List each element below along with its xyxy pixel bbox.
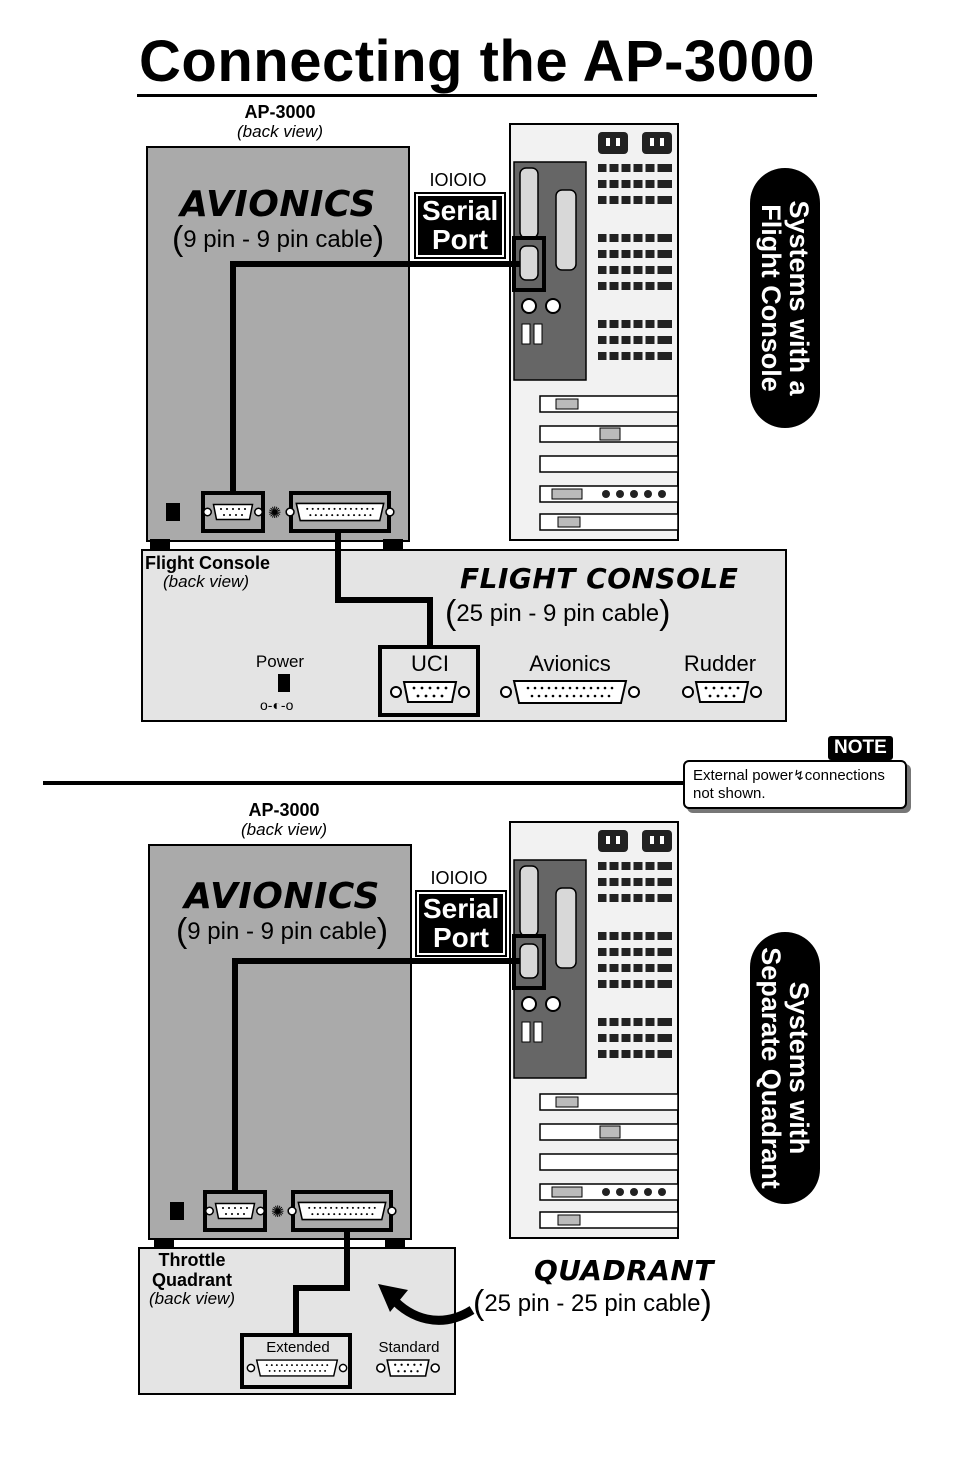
ap3000-label-top: AP-3000 [244, 102, 316, 122]
serial-port-highlight-bottom [512, 934, 546, 990]
avionics-title-bottom: AVIONICS [184, 876, 380, 917]
ap3000-view-top: (back view) [237, 122, 323, 141]
serial-line1-top: Serial [422, 195, 499, 226]
ap3000-view-text-top: back view [242, 122, 318, 141]
side-label-flight-console: Systems with a Flight Console [750, 168, 820, 428]
computer-bottom [508, 820, 680, 1240]
port-rudder-label: Rudder [683, 651, 757, 676]
flight-console-label: Flight Console [145, 553, 270, 573]
power-label: Power [255, 652, 305, 671]
side-line2-bottom: Separate Quadrant [756, 947, 786, 1189]
serial-port-highlight-top [512, 236, 546, 292]
fc-title: FLIGHT CONSOLE [460, 562, 739, 595]
power-bolt-icon: ↯ [793, 767, 805, 783]
side-label-separate-quadrant: Systems with Separate Quadrant [750, 932, 820, 1204]
ap3000-label-bottom: AP-3000 [248, 800, 320, 820]
flight-console-view: (back view) [163, 572, 249, 591]
quadrant-cable-text: 25 pin - 25 pin cable [484, 1290, 701, 1317]
quadrant-title: QUADRANT [534, 1254, 714, 1287]
side-text-bottom: Systems with Separate Quadrant [756, 947, 814, 1189]
serial-line2-bottom: Port [433, 922, 489, 953]
avionics-cable-bottom: (9 pin - 9 pin cable) [175, 912, 389, 950]
avionics-title-top: AVIONICS [180, 184, 376, 225]
quadrant-view-text: back view [154, 1289, 230, 1308]
avionics-cable-top: (9 pin - 9 pin cable) [171, 220, 385, 258]
note-box: External power↯connections not shown. [683, 760, 907, 809]
port-standard-label: Standard [378, 1339, 440, 1356]
serial-line2-top: Port [432, 224, 488, 255]
serial-line1-bottom: Serial [423, 893, 500, 924]
avionics-cable-text-bottom: 9 pin - 9 pin cable [187, 918, 377, 945]
port-extended-label: Extended [266, 1339, 330, 1356]
fc-cable: (25 pin - 9 pin cable) [445, 594, 671, 632]
note-text-2: not shown. [693, 785, 766, 802]
section-divider [43, 781, 693, 785]
side-line2-top: Flight Console [756, 204, 786, 392]
quadrant-label-2: Quadrant [151, 1270, 232, 1290]
ap3000-view-text-bottom: back view [246, 820, 322, 839]
computer-top [508, 122, 680, 542]
note-text-1: External power [693, 767, 794, 784]
quadrant-view: (back view) [149, 1289, 235, 1308]
io-label-top: IOIOIO [429, 170, 487, 190]
io-label-bottom: IOIOIO [430, 868, 488, 888]
quadrant-cable: (25 pin - 25 pin cable) [473, 1284, 712, 1322]
page-title-text: Connecting the AP-3000 [137, 29, 817, 97]
note-tag: NOTE [828, 736, 893, 760]
side-line1-top: Systems with a [784, 200, 814, 396]
page-title: Connecting the AP-3000 [0, 28, 954, 97]
serial-port-label-bottom: Serial Port [415, 890, 507, 957]
ap3000-view-bottom: (back view) [241, 820, 327, 839]
avionics-cable-text-top: 9 pin - 9 pin cable [183, 226, 373, 253]
side-line1-bottom: Systems with [784, 981, 814, 1155]
port-avionics-label: Avionics [529, 651, 611, 676]
serial-port-label-top: Serial Port [414, 192, 506, 259]
note-text-1b: connections [804, 767, 885, 784]
port-uci-label: UCI [411, 651, 449, 676]
fc-cable-text: 25 pin - 9 pin cable [456, 600, 660, 627]
flight-console-view-text: back view [168, 572, 244, 591]
side-text-top: Systems with a Flight Console [756, 200, 814, 396]
quadrant-label-1: Throttle [158, 1250, 226, 1270]
